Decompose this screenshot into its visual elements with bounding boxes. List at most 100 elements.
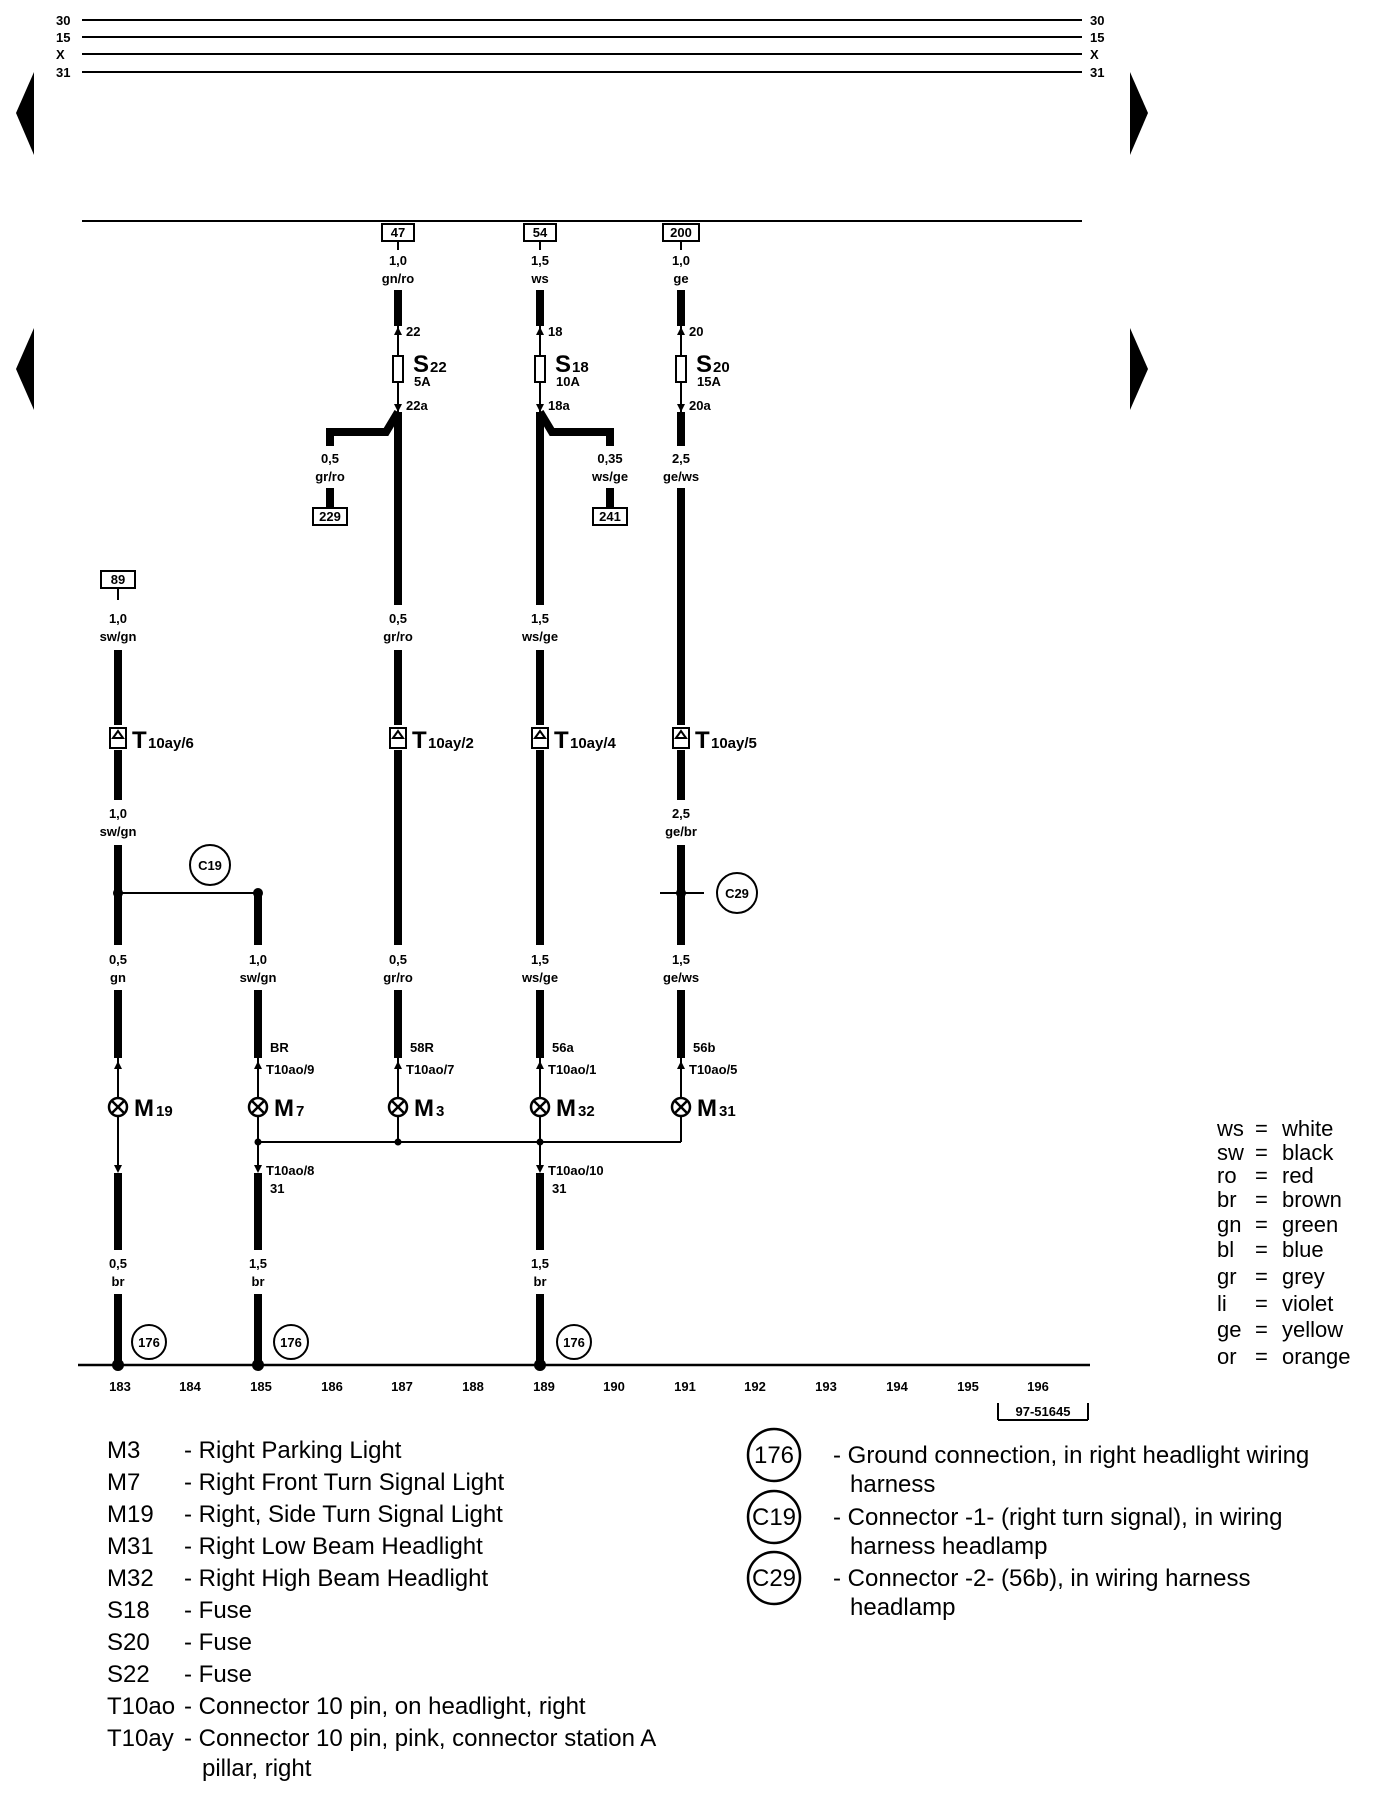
wire-size-label: 0,5 [109, 952, 127, 967]
connector-t10ay-2: T 10ay/2 [389, 727, 474, 754]
wire-color-label: ge/ws [663, 469, 699, 484]
ref-box-241: 241 [592, 507, 628, 526]
fuse-pin-out: 22a [406, 398, 428, 413]
next-section-arrow-icon[interactable] [1130, 328, 1148, 410]
wire-color-label: gr/ro [383, 970, 413, 985]
lamp-letter: M [134, 1095, 154, 1122]
ref-box-89: 89 [100, 570, 136, 589]
wire-size-label: 1,0 [109, 611, 127, 626]
fuse-s20: 20 S 20 15A 20a [675, 324, 730, 413]
ground-176: 176 [273, 1324, 309, 1360]
pin-function-label: BR [270, 1040, 289, 1055]
fuse-subscript: 18 [572, 359, 589, 376]
component-code: M31 [107, 1533, 154, 1560]
fuse-pin-out: 20a [689, 398, 711, 413]
wire-size-label: 2,5 [672, 806, 690, 821]
component-desc: - Connector 10 pin, on headlight, right [184, 1693, 586, 1720]
color-name: orange [1282, 1344, 1351, 1369]
symbol-desc: - Connector -1- (right turn signal), in … [833, 1504, 1283, 1531]
wire-size-label: 1,5 [249, 1256, 267, 1271]
connector-subscript: 10ay/4 [570, 735, 617, 752]
prev-page-arrow-icon[interactable] [16, 72, 34, 155]
lamp-m19: M 19 [107, 1095, 173, 1122]
color-code: ro [1217, 1163, 1237, 1188]
color-equals: = [1255, 1212, 1268, 1237]
pin-function-label: 58R [410, 1040, 434, 1055]
symbol-label: 176 [754, 1442, 794, 1469]
wire-size-label: 1,5 [531, 952, 549, 967]
color-code: br [1217, 1187, 1237, 1212]
color-code: ge [1217, 1317, 1241, 1342]
track-number: 191 [674, 1379, 696, 1394]
track-number: 195 [957, 1379, 979, 1394]
ground-label: 176 [563, 1335, 585, 1350]
component-code: T10ay [107, 1725, 174, 1752]
ref-box-label: 89 [111, 572, 125, 587]
pin-label: T10ao/10 [548, 1163, 604, 1178]
connector-letter: T [132, 727, 147, 754]
ref-box-label: 229 [319, 509, 341, 524]
fuse-letter: S [413, 351, 429, 378]
component-code: M3 [107, 1437, 140, 1464]
track-number: 188 [462, 1379, 484, 1394]
wire-color-label: br [534, 1274, 547, 1289]
color-equals: = [1255, 1116, 1268, 1141]
color-name: violet [1282, 1291, 1333, 1316]
ref-box-label: 54 [533, 225, 548, 240]
wire-color-label: ws/ge [591, 469, 628, 484]
track-number: 196 [1027, 1379, 1049, 1394]
color-name: red [1282, 1163, 1314, 1188]
color-equals: = [1255, 1140, 1268, 1165]
component-code: S22 [107, 1661, 150, 1688]
symbol-desc-continued: headlamp [850, 1594, 955, 1621]
fuse-s22: 22 S 22 5A 22a [392, 324, 447, 413]
component-desc-continued: pillar, right [202, 1755, 312, 1782]
ground-label: 176 [280, 1335, 302, 1350]
ground-176: 176 [131, 1324, 167, 1360]
component-legend: M3 - Right Parking Light M7 - Right Fron… [107, 1437, 656, 1782]
track-number: 183 [109, 1379, 131, 1394]
ref-box-200: 200 [662, 223, 700, 242]
color-equals: = [1255, 1187, 1268, 1212]
wire-color-label: sw/gn [100, 629, 137, 644]
wire-color-label: gr/ro [383, 629, 413, 644]
fuse-subscript: 22 [430, 359, 447, 376]
wire-size-label: 1,0 [249, 952, 267, 967]
color-code: gn [1217, 1212, 1241, 1237]
wire-size-label: 0,5 [321, 451, 339, 466]
ref-box-54: 54 [523, 223, 557, 242]
color-code: ws [1216, 1116, 1244, 1141]
next-page-arrow-icon[interactable] [1130, 72, 1148, 155]
connector-letter: T [554, 727, 569, 754]
bus-label-right: X [1090, 47, 1099, 62]
pin-label: T10ao/9 [266, 1062, 314, 1077]
color-code: sw [1217, 1140, 1244, 1165]
symbol-label: C29 [752, 1565, 796, 1592]
wire-color-label: sw/gn [100, 824, 137, 839]
connector-t10ay-5: T 10ay/5 [672, 727, 757, 754]
pin-function-label: 56b [693, 1040, 715, 1055]
connector-letter: T [412, 727, 427, 754]
track-number: 192 [744, 1379, 766, 1394]
component-code: T10ao [107, 1693, 175, 1720]
lamp-m7: M 7 [247, 1095, 304, 1122]
bus-label-right: 15 [1090, 30, 1104, 45]
lamp-letter: M [414, 1095, 434, 1122]
pin-function-label: 56a [552, 1040, 574, 1055]
prev-section-arrow-icon[interactable] [16, 328, 34, 410]
track-number: 190 [603, 1379, 625, 1394]
wire-size-label: 1,5 [531, 253, 549, 268]
wire-color-label: gn/ro [382, 271, 415, 286]
connector-t10ay-6: T 10ay/6 [109, 727, 194, 754]
wire-size-label: 1,5 [672, 952, 690, 967]
track-number: 189 [533, 1379, 555, 1394]
fuse-subscript: 20 [713, 359, 730, 376]
pin-label: T10ao/5 [689, 1062, 737, 1077]
fuse-letter: S [696, 351, 712, 378]
color-code: li [1217, 1291, 1227, 1316]
component-desc: - Fuse [184, 1629, 252, 1656]
connector-letter: T [695, 727, 710, 754]
connector-subscript: 10ay/2 [428, 735, 474, 752]
wire-color-label: ws [530, 271, 548, 286]
track-number: 193 [815, 1379, 837, 1394]
